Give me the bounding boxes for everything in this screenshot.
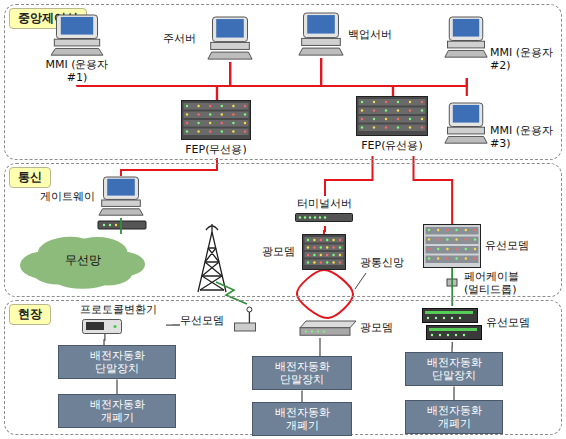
rack-icon [302, 234, 346, 270]
link-line [121, 158, 217, 176]
section-title: 통신 [9, 167, 51, 188]
link-line [217, 62, 230, 100]
terminal-unit-box: 배전자동화 단말장치 [405, 352, 503, 386]
section-band: 중앙제어실MMI (운용자#1)주서버백업서버MMI (운용자#2)MMI (운… [4, 4, 562, 160]
node-label: MMI (운용자#3) [490, 124, 556, 150]
node-label: 게이트웨이 [40, 190, 95, 203]
node-label: 배전자동화 단말장치 [268, 360, 336, 386]
link-line [301, 390, 302, 402]
node-label: 유선모뎀 [486, 316, 530, 329]
pc-icon [98, 176, 144, 216]
link-line [321, 58, 393, 96]
node-label: 광모뎀 [262, 245, 295, 258]
node-label: 배전자동화 개폐기 [83, 398, 151, 424]
modem-icon [423, 224, 481, 268]
rack-icon [181, 100, 251, 140]
node-label: 무선망 [65, 253, 101, 267]
node-label: FEP(유선용) [352, 139, 432, 152]
switchgear-box: 배전자동화 개폐기 [405, 400, 503, 434]
link-line [393, 78, 467, 96]
link-line [230, 58, 321, 86]
link-line [324, 226, 325, 234]
backup-server: 백업서버 [298, 10, 408, 58]
wired-modem: 유선모뎀 [422, 306, 534, 342]
pc-icon [50, 14, 104, 56]
link-line [116, 379, 117, 394]
operator-console: MMI (운용자#3) [444, 96, 558, 156]
antenna-tower [198, 224, 226, 292]
link-line [453, 386, 454, 400]
main-server: 주서버 [163, 14, 255, 62]
wireless-modem: 무선모뎀 [180, 306, 258, 332]
conv-icon [82, 319, 122, 334]
protocol-converter: 프로토콜변환기 [72, 302, 166, 334]
operator-console: MMI (운용자#1) [38, 14, 116, 86]
link-line [77, 86, 217, 100]
pc-icon [444, 16, 488, 58]
switchgear-box: 배전자동화 개폐기 [252, 402, 352, 436]
node-label: 배전자동화 단말장치 [420, 356, 488, 382]
wired-modem: 유선모뎀 [423, 224, 535, 268]
leader-line [355, 273, 366, 289]
cable-label: 페어케이블 (멀티드롭) [462, 270, 530, 296]
node-label: 배전자동화 단말장치 [83, 349, 151, 375]
gateway: 게이트웨이 [40, 176, 150, 218]
fep-rack: FEP(무선용) [175, 100, 259, 158]
node-label: 백업서버 [348, 28, 392, 41]
fiber-ring [297, 270, 353, 318]
node-label: 프로토콜변환기 [72, 303, 164, 316]
node-label: 배전자동화 개폐기 [420, 404, 488, 430]
fep-rack: FEP(유선용) [352, 96, 434, 156]
link-line [466, 78, 468, 96]
node-label: 터미널서버 [289, 197, 359, 210]
node-label: 광모뎀 [360, 321, 393, 334]
antenna-icon [234, 306, 256, 332]
node-label: MMI (운용자#2) [490, 46, 556, 72]
link-line [451, 342, 452, 352]
link-line [103, 334, 105, 345]
pc-icon [444, 102, 488, 144]
section-band: 현장 프로토콜변환기무선모뎀광모뎀 유선모뎀배전자동화 단말장치 배전자동화 단말장치… [4, 300, 562, 435]
terminal-unit-box: 배전자동화 단말장치 [58, 345, 176, 379]
optical-modem: 광모뎀 [262, 234, 348, 270]
link-line [319, 338, 320, 356]
operator-console: MMI (운용자#2) [444, 16, 558, 78]
terminal-unit-box: 배전자동화 단말장치 [252, 356, 352, 390]
node-label: FEP(무선용) [175, 143, 257, 156]
flat-icon [300, 321, 356, 336]
section-title: 현장 [9, 304, 51, 325]
node-label: 무선모뎀 [180, 314, 224, 327]
link-line [325, 156, 373, 196]
terminal-server: 터미널서버 [289, 196, 361, 226]
node-label: 유선모뎀 [485, 239, 529, 252]
node-label: 주서버 [163, 32, 196, 45]
switch-icon [295, 213, 353, 222]
stack-icon [422, 308, 482, 342]
link-line [120, 218, 122, 234]
rack-icon [356, 96, 428, 136]
node-label: 배전자동화 개폐기 [268, 406, 336, 432]
link-line [166, 324, 180, 325]
link-line [414, 156, 453, 224]
node-label: MMI (운용자#1) [42, 58, 112, 84]
optical-modem: 광모뎀 [300, 318, 400, 338]
network-label: 광통신망 [358, 256, 406, 269]
switchgear-box: 배전자동화 개폐기 [58, 394, 176, 428]
pc-icon [207, 16, 253, 60]
network-cloud: 무선망 [20, 234, 145, 286]
pc-icon [298, 12, 344, 56]
network-switch [98, 221, 146, 229]
